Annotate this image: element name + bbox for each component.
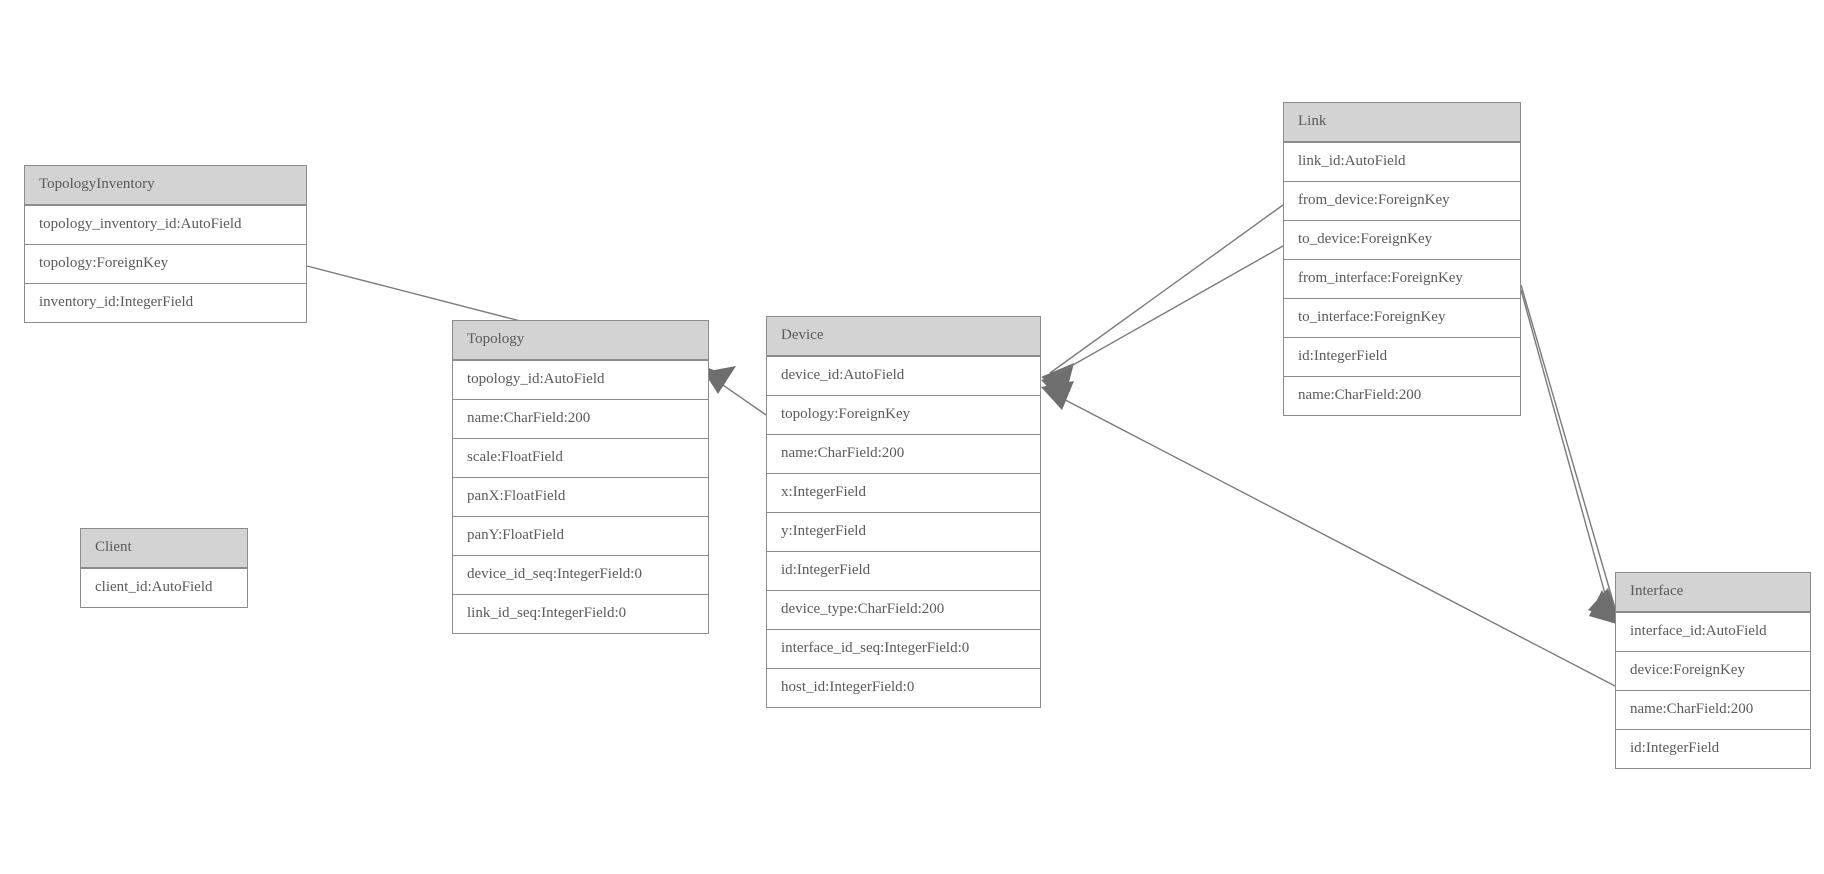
relationship-line [1520, 289, 1613, 620]
entity-field[interactable]: panX:FloatField [453, 477, 708, 516]
entity-field[interactable]: client_id:AutoField [81, 568, 247, 607]
relationship-line [1049, 204, 1284, 374]
entity-title-interface: Interface [1616, 573, 1810, 612]
entity-field[interactable]: interface_id_seq:IntegerField:0 [767, 629, 1040, 668]
entity-title-client: Client [81, 529, 247, 568]
entity-field[interactable]: topology_id:AutoField [453, 360, 708, 399]
relationship-line [1049, 245, 1284, 379]
entity-field[interactable]: interface_id:AutoField [1616, 612, 1810, 651]
entity-field[interactable]: topology:ForeignKey [767, 395, 1040, 434]
relationship-link-to-device [1041, 245, 1284, 400]
entity-field[interactable]: name:CharField:200 [767, 434, 1040, 473]
entity-field[interactable]: scale:FloatField [453, 438, 708, 477]
entity-title-device: Device [767, 317, 1040, 356]
relationship-arrowhead-icon [1041, 370, 1072, 400]
entity-field[interactable]: to_device:ForeignKey [1284, 220, 1520, 259]
entity-field[interactable]: name:CharField:200 [1284, 376, 1520, 415]
relationship-link-to-interface [1520, 289, 1620, 625]
entity-field[interactable]: y:IntegerField [767, 512, 1040, 551]
entity-field[interactable]: topology_inventory_id:AutoField [25, 205, 306, 244]
entity-field[interactable]: from_interface:ForeignKey [1284, 259, 1520, 298]
relationship-line [1049, 391, 1616, 687]
relationship-arrowhead-icon [1041, 363, 1074, 394]
entity-field[interactable]: id:IntegerField [1616, 729, 1810, 768]
entity-title-topology: Topology [453, 321, 708, 360]
relationship-device-topology [704, 366, 767, 416]
entity-field[interactable]: host_id:IntegerField:0 [767, 668, 1040, 707]
relationship-line [1520, 284, 1618, 616]
entity-field[interactable]: to_interface:ForeignKey [1284, 298, 1520, 337]
entity-field[interactable]: device_id:AutoField [767, 356, 1040, 395]
entity-field[interactable]: device_id_seq:IntegerField:0 [453, 555, 708, 594]
relationship-link-from-device [1041, 204, 1284, 394]
relationship-line [709, 375, 767, 416]
entity-field[interactable]: id:IntegerField [1284, 337, 1520, 376]
entity-field[interactable]: id:IntegerField [767, 551, 1040, 590]
relationship-interface-device [1041, 381, 1616, 687]
entity-field[interactable]: from_device:ForeignKey [1284, 181, 1520, 220]
entity-field[interactable]: device_type:CharField:200 [767, 590, 1040, 629]
entity-title-link: Link [1284, 103, 1520, 142]
relationship-link-from-interface [1520, 284, 1620, 622]
entity-field[interactable]: name:CharField:200 [453, 399, 708, 438]
entity-field[interactable]: link_id_seq:IntegerField:0 [453, 594, 708, 633]
relationship-arrowhead-icon [1041, 381, 1074, 410]
entity-field[interactable]: topology:ForeignKey [25, 244, 306, 283]
entity-field[interactable]: x:IntegerField [767, 473, 1040, 512]
entity-field[interactable]: inventory_id:IntegerField [25, 283, 306, 322]
entity-field[interactable]: link_id:AutoField [1284, 142, 1520, 181]
entity-field[interactable]: device:ForeignKey [1616, 651, 1810, 690]
entity-field[interactable]: name:CharField:200 [1616, 690, 1810, 729]
entity-title-topology_inventory: TopologyInventory [25, 166, 306, 205]
entity-field[interactable]: panY:FloatField [453, 516, 708, 555]
